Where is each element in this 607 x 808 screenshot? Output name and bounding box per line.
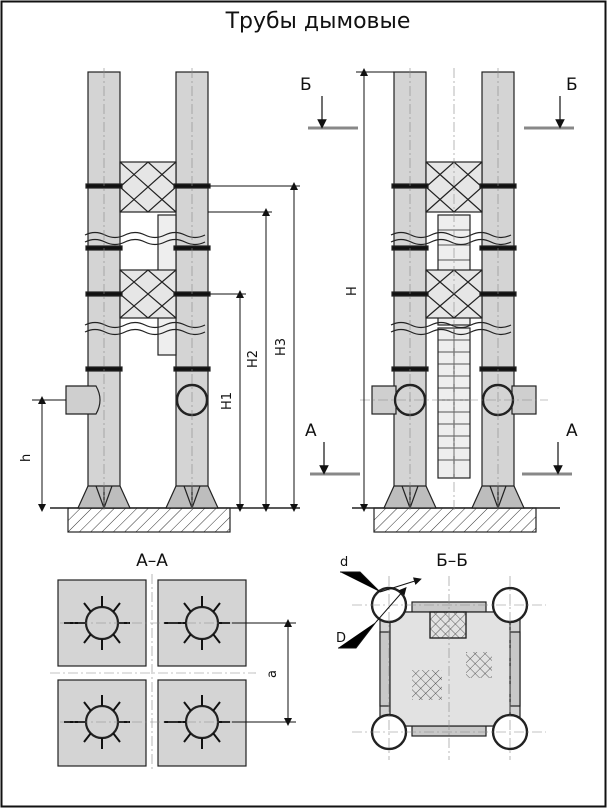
left-inlet-duct: [65, 385, 101, 415]
left-dimensions: [32, 182, 300, 512]
dim-h3-label: H3: [274, 338, 289, 356]
dim-d-D: [338, 571, 422, 649]
dim-d-label: d: [340, 555, 348, 570]
dim-h-label: h: [19, 454, 34, 462]
left-elevation: [50, 68, 300, 533]
dim-h2-label: H2: [246, 350, 261, 368]
cut-b-right-label: Б: [566, 75, 578, 95]
drawing-title: Трубы дымовые: [225, 9, 411, 34]
cut-a-left-label: А: [305, 421, 317, 441]
cut-a-right-label: А: [566, 421, 578, 441]
section-aa-plan: [50, 574, 256, 772]
section-aa-title: А–А: [136, 551, 168, 571]
dim-H-label: H: [345, 286, 360, 296]
dim-a: [232, 619, 296, 726]
cut-b-left-label: Б: [300, 75, 312, 95]
left-ground: [67, 507, 231, 533]
section-marker-b: [308, 96, 574, 130]
dim-a-label: a: [265, 670, 280, 678]
section-bb-plan: [352, 576, 546, 760]
right-ground: [373, 507, 537, 533]
section-marker-a: [310, 442, 572, 476]
dim-D-label: D: [336, 631, 346, 646]
dim-h1-label: H1: [220, 392, 235, 410]
right-dimensions: [356, 68, 394, 512]
right-elevation: [352, 68, 560, 533]
section-bb-title: Б–Б: [436, 551, 468, 571]
